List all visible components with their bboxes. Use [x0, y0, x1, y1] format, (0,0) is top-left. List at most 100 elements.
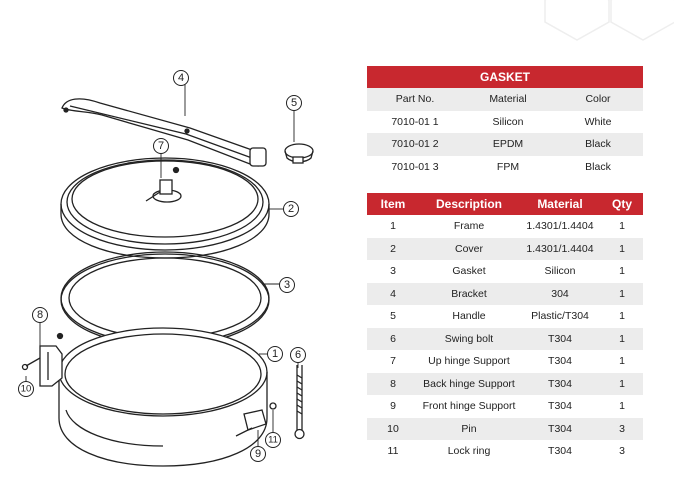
table-row: 8 Back hinge Support T304 1: [367, 372, 643, 395]
table-cell: Cover: [454, 242, 483, 255]
table-cell: 7010-01 3: [391, 160, 439, 173]
table-row: 7010-01 2 EPDM Black: [367, 133, 643, 156]
table-cell: 5: [390, 310, 396, 323]
table-cell: T304: [548, 332, 572, 345]
table-cell: 1: [619, 265, 625, 278]
table-cell: T304: [548, 355, 572, 368]
callout-label: 5: [291, 97, 297, 109]
table-row: 4 Bracket 304 1: [367, 282, 643, 305]
table-cell: T304: [548, 422, 572, 435]
back-hinge-support-part: [39, 332, 64, 387]
callout-label: 3: [284, 279, 290, 291]
callout-11: [265, 432, 281, 448]
table-cell: EPDM: [492, 138, 524, 151]
up-hinge-support-part: [145, 166, 182, 203]
table-cell: Swing bolt: [444, 332, 494, 345]
table-cell: 10: [387, 422, 399, 435]
swing-bolt-part: [294, 365, 305, 440]
table-cell: T304: [548, 400, 572, 413]
table-cell: 1: [619, 310, 625, 323]
table-row: 6 Swing bolt T304 1: [367, 327, 643, 350]
callout-label: 7: [158, 140, 164, 152]
table-row: 7010-01 3 FPM Black: [367, 156, 643, 179]
table-cell: Gasket: [452, 265, 486, 278]
parts-header-row: Item Description Material Qty: [367, 193, 643, 215]
table-cell: 9: [390, 400, 396, 413]
table-cell: Pin: [461, 422, 477, 435]
table-cell: Handle: [452, 310, 486, 323]
table-cell: 3: [619, 422, 625, 435]
table-cell: Frame: [453, 220, 485, 233]
exploded-view-diagram: 4 5 7 2 3 1 6 8 10 9 11: [18, 70, 314, 467]
callout-2: [283, 201, 299, 217]
table-cell: T304: [548, 445, 572, 458]
table-cell: Lock ring: [447, 445, 491, 458]
parts-header-cell: Item: [380, 197, 406, 211]
gasket-header-cell: Part No.: [395, 93, 435, 106]
callout-10: [18, 381, 34, 397]
table-row: 10 Pin T304 3: [367, 417, 643, 440]
callout-3: [279, 277, 295, 293]
table-cell: 1.4301/1.4404: [526, 220, 594, 233]
table-cell: FPM: [496, 160, 520, 173]
table-cell: 1.4301/1.4404: [526, 242, 594, 255]
table-cell: 1: [619, 332, 625, 345]
table-cell: Silicon: [544, 265, 576, 278]
table-cell: Back hinge Support: [423, 377, 515, 390]
table-cell: Black: [585, 160, 611, 173]
cover-part: [60, 157, 270, 259]
table-cell: Black: [585, 138, 611, 151]
parts-header-cell: Description: [435, 197, 502, 211]
pin-part: [21, 357, 41, 371]
table-cell: 1: [619, 220, 625, 233]
callout-1: [267, 346, 283, 362]
callout-6: [290, 347, 306, 363]
gasket-header-cell: Material: [489, 93, 527, 106]
table-cell: Bracket: [451, 287, 487, 300]
table-cell: 1: [619, 287, 625, 300]
table-cell: Plastic/T304: [531, 310, 589, 323]
callout-label: 9: [255, 448, 261, 460]
table-cell: 1: [619, 400, 625, 413]
table-cell: White: [584, 115, 612, 128]
decorative-hexagons: [544, 0, 674, 41]
front-hinge-support-part: [235, 402, 277, 437]
table-cell: 1: [390, 220, 396, 233]
callout-label: 1: [272, 348, 278, 360]
callout-label: 4: [178, 72, 184, 84]
callout-label: 10: [21, 384, 32, 395]
table-row: 5 Handle Plastic/T304 1: [367, 305, 643, 328]
table-cell: Silicon: [492, 115, 524, 128]
table-cell: 304: [551, 287, 569, 300]
table-cell: 7010-01 1: [391, 115, 439, 128]
table-cell: 4: [390, 287, 396, 300]
table-cell: 6: [390, 332, 396, 345]
table-cell: 7: [390, 355, 396, 368]
table-cell: 7010-01 2: [391, 138, 439, 151]
table-cell: Up hinge Support: [428, 355, 510, 368]
frame-part: [58, 327, 268, 467]
table-cell: T304: [548, 377, 572, 390]
table-row: 3 Gasket Silicon 1: [367, 260, 643, 283]
callout-9: [250, 446, 266, 462]
parts-header-cell: Material: [537, 197, 583, 211]
callout-label: 6: [295, 349, 301, 361]
callout-8: [32, 307, 48, 323]
gasket-table-title-row: GASKET: [367, 66, 643, 88]
callout-label: 2: [288, 203, 294, 215]
callout-5: [286, 95, 302, 111]
gasket-header-cell: Color: [585, 93, 611, 106]
parts-header-cell: Qty: [611, 197, 632, 211]
table-row: 7010-01 1 Silicon White: [367, 111, 643, 134]
table-cell: 3: [619, 445, 625, 458]
handle-part: [284, 143, 314, 164]
callout-label: 8: [37, 309, 43, 321]
gasket-table: GASKET Part No. Material Color 7010-01 1…: [367, 66, 643, 178]
table-cell: 1: [619, 377, 625, 390]
table-cell: 3: [390, 265, 396, 278]
table-row: 1 Frame 1.4301/1.4404 1: [367, 215, 643, 238]
table-cell: 8: [390, 377, 396, 390]
